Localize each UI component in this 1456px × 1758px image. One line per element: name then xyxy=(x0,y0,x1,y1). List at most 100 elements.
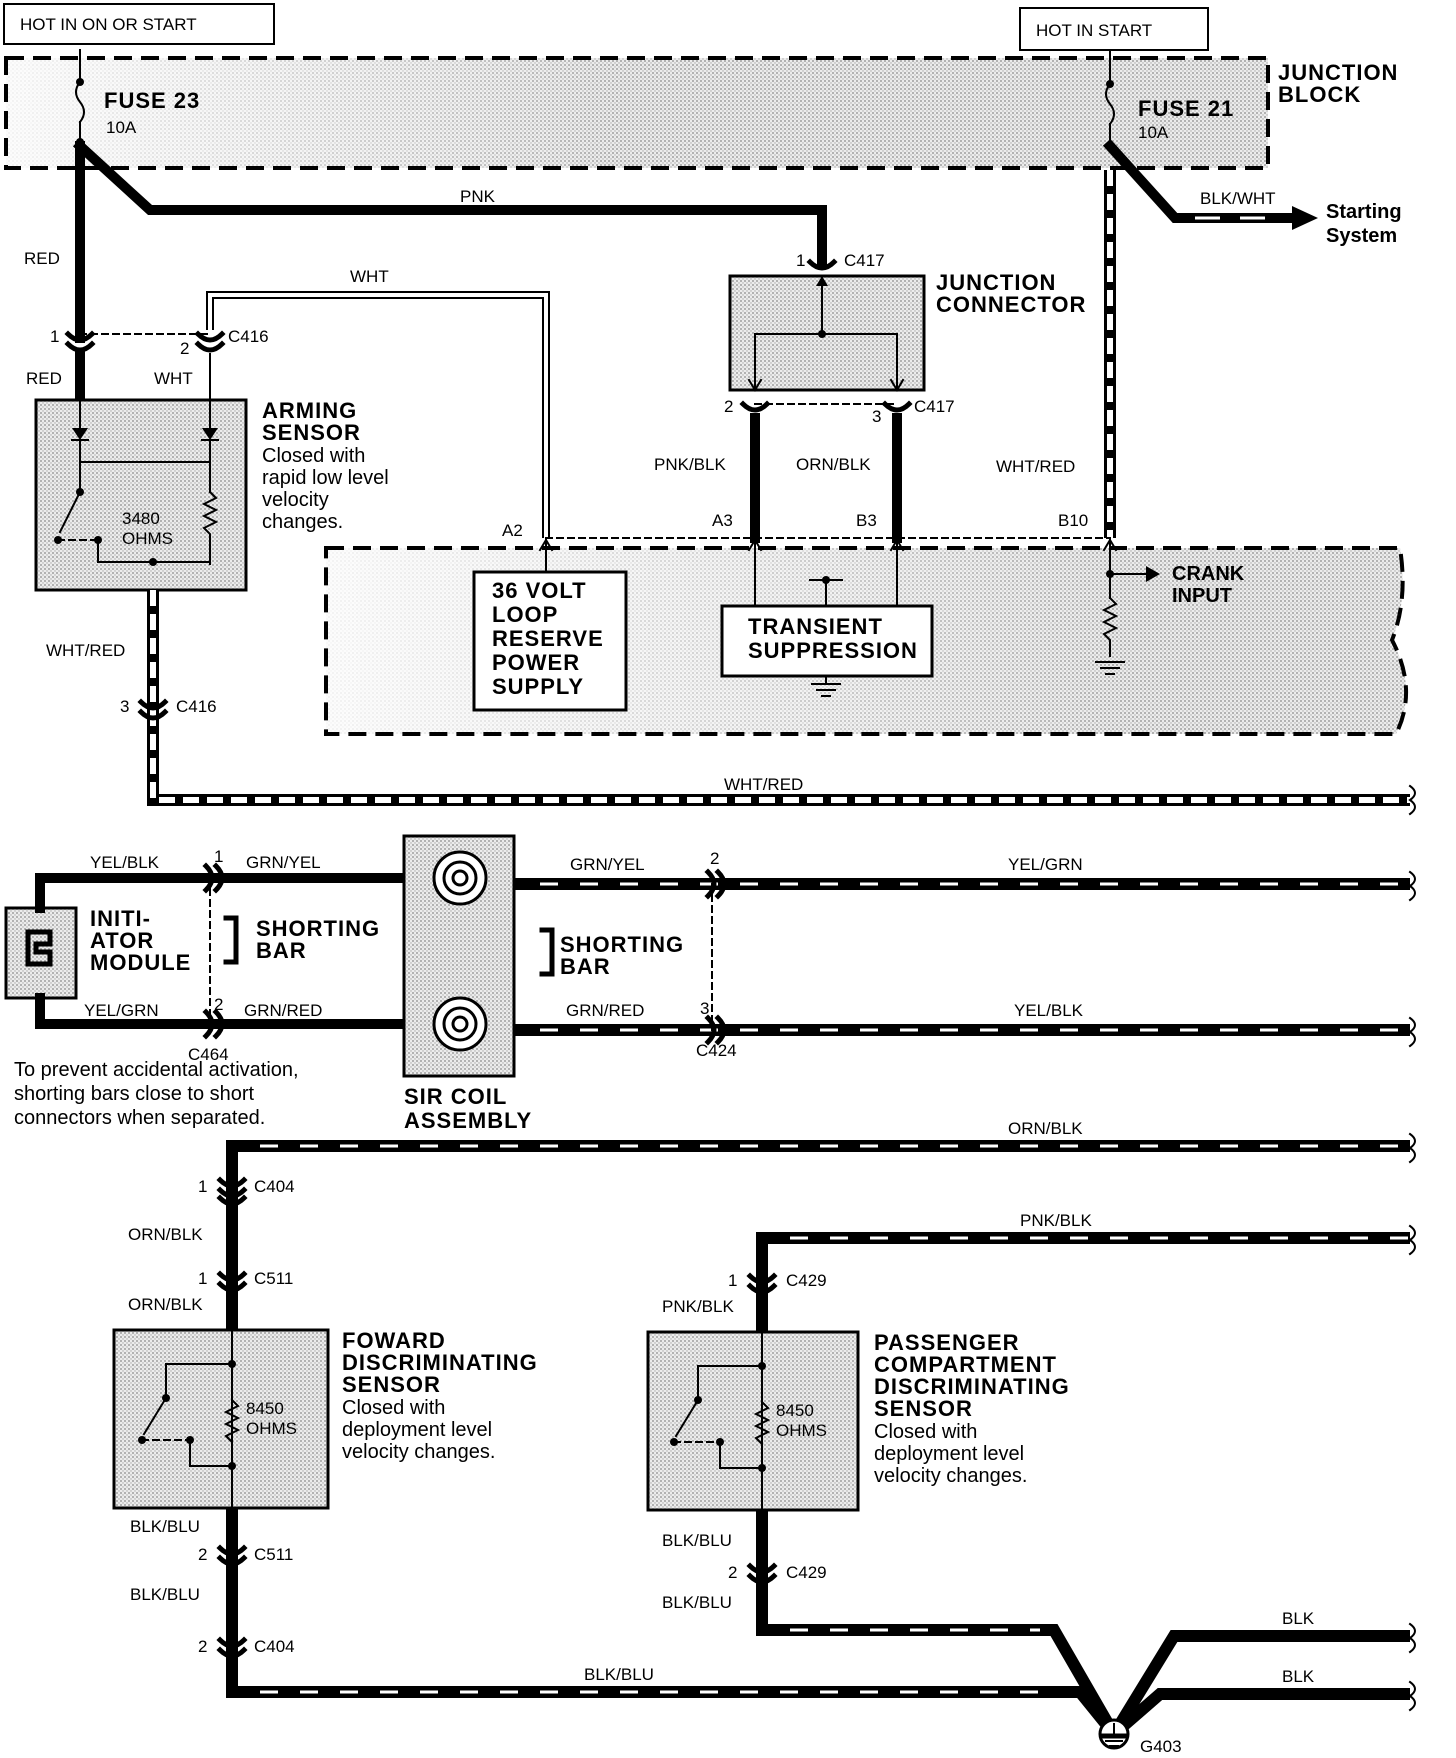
pnk-blk-label-top: PNK/BLK xyxy=(654,455,726,474)
orn-blk-break xyxy=(1408,1132,1416,1164)
c424-pin-2: 2 xyxy=(710,849,719,868)
c464-pin-1: 1 xyxy=(214,847,223,866)
passenger-title-4: SENSOR xyxy=(874,1396,973,1421)
c416-pin-1: 1 xyxy=(50,327,59,346)
hot-in-start-label-box: HOT IN START xyxy=(1019,7,1209,51)
red-label-bottom: RED xyxy=(26,369,62,388)
passenger-desc-2: deployment level xyxy=(874,1443,1024,1465)
passenger-title-3: DISCRIMINATING xyxy=(874,1374,1070,1399)
c511-pin-2: 2 xyxy=(198,1545,207,1564)
shorting-bar-left-1: SHORTING xyxy=(256,916,380,941)
arming-desc-3: velocity xyxy=(262,489,329,511)
sir-coil-1: SIR COIL xyxy=(404,1084,507,1109)
junction-block: JUNCTION BLOCK xyxy=(4,56,1397,170)
c404-label-bottom: C404 xyxy=(254,1637,295,1656)
connector-c424: 2 3 C424 xyxy=(696,849,737,1060)
forward-desc-2: deployment level xyxy=(342,1419,492,1441)
blk-blu-label-p2: BLK/BLU xyxy=(662,1593,732,1612)
blk-label-upper: BLK xyxy=(1282,1609,1315,1628)
note-line-1: To prevent accidental activation, xyxy=(14,1059,299,1081)
blk-wire-upper xyxy=(1108,1630,1410,1738)
grn-yel-label-right: GRN/YEL xyxy=(570,855,645,874)
yel-grn-label-left: YEL/GRN xyxy=(84,1001,159,1020)
forward-desc-1: Closed with xyxy=(342,1397,445,1419)
orn-blk-wire-bottom xyxy=(226,1140,1410,1330)
fuse-23-name: FUSE 23 xyxy=(104,88,200,113)
c417-label-bottom: C417 xyxy=(914,397,955,416)
connector-c404-top: 1 C404 xyxy=(198,1176,295,1207)
wht-label-arming: WHT xyxy=(154,369,193,388)
c464-pin-2: 2 xyxy=(214,995,223,1014)
arming-desc-1: Closed with xyxy=(262,445,365,467)
shorting-bar-left xyxy=(223,915,239,965)
arming-title-1: ARMING xyxy=(262,398,357,423)
blk-label-lower: BLK xyxy=(1282,1667,1315,1686)
c429-label-bottom: C429 xyxy=(786,1563,827,1582)
arming-desc-4: changes. xyxy=(262,511,343,533)
starting-system-2: System xyxy=(1326,225,1397,247)
blk-blu-label-f1: BLK/BLU xyxy=(130,1517,200,1536)
arming-res-1: 3480 xyxy=(122,509,160,528)
pnk-blk-label-sensor: PNK/BLK xyxy=(662,1297,734,1316)
fuse-23: FUSE 23 10A xyxy=(75,49,200,146)
grn-yel-label-left: GRN/YEL xyxy=(246,853,321,872)
initiator-2: ATOR xyxy=(90,928,154,953)
arming-res-2: OHMS xyxy=(122,529,173,548)
grn-break-bottom xyxy=(1408,1016,1416,1048)
c511-pin-1: 1 xyxy=(198,1269,207,1288)
connector-c416-bottom: 3 C416 xyxy=(120,697,217,721)
forward-title-1: FOWARD xyxy=(342,1328,446,1353)
forward-res-2: OHMS xyxy=(246,1419,297,1438)
forward-discriminating-sensor: 8450 OHMS xyxy=(112,1328,330,1510)
crank-input-1: CRANK xyxy=(1172,563,1245,585)
c416-label-bottom: C416 xyxy=(176,697,217,716)
blk-blu-wire-passenger xyxy=(756,1510,1120,1737)
wht-label-top: WHT xyxy=(350,267,389,286)
forward-desc-3: velocity changes. xyxy=(342,1441,495,1463)
connector-c429-top: 1 C429 xyxy=(728,1271,827,1295)
blk-wht-label: BLK/WHT xyxy=(1200,189,1276,208)
yel-blk-label-right: YEL/BLK xyxy=(1014,1001,1084,1020)
connector-c417-bottom: 2 3 C417 xyxy=(724,397,955,426)
crank-input-2: INPUT xyxy=(1172,585,1232,607)
connector-c511-bottom: 2 C511 xyxy=(198,1544,293,1567)
junction-connector: 1 C417 xyxy=(728,251,926,392)
pnk-blk-wire-bottom xyxy=(756,1232,1410,1332)
passenger-desc-1: Closed with xyxy=(874,1421,977,1443)
wht-wire xyxy=(206,291,550,538)
forward-res-1: 8450 xyxy=(246,1399,284,1418)
transient-1: TRANSIENT xyxy=(748,614,883,639)
grn-break-top xyxy=(1408,870,1416,902)
initiator-1: INITI- xyxy=(90,906,151,931)
pnk-blk-break xyxy=(1408,1224,1416,1256)
initiator-3: MODULE xyxy=(90,950,191,975)
power-supply-1: 36 VOLT xyxy=(492,578,587,603)
orn-blk-label-sensor: ORN/BLK xyxy=(128,1295,203,1314)
connector-c404-bottom: 2 C404 xyxy=(198,1636,295,1659)
fuse-23-rating: 10A xyxy=(106,118,137,137)
arming-sensor: 3480 OHMS xyxy=(34,398,248,592)
c417-pin-1: 1 xyxy=(796,251,805,270)
yel-blk-label-left: YEL/BLK xyxy=(90,853,160,872)
power-supply-2: LOOP xyxy=(492,602,558,627)
blk-break-lower xyxy=(1408,1680,1416,1712)
passenger-title-1: PASSENGER xyxy=(874,1330,1020,1355)
blk-blu-label-p1: BLK/BLU xyxy=(662,1531,732,1550)
c424-pin-3: 3 xyxy=(700,999,709,1018)
initiator-module: INITI- ATOR MODULE xyxy=(4,906,191,1000)
blk-blu-label-f2: BLK/BLU xyxy=(130,1585,200,1604)
hot-in-start-text: HOT IN START xyxy=(1036,21,1152,40)
fuse-21-rating: 10A xyxy=(1138,123,1169,142)
pin-b10: B10 xyxy=(1058,511,1088,530)
junction-connector-title-2: CONNECTOR xyxy=(936,292,1086,317)
blk-wire-lower xyxy=(1110,1688,1410,1739)
c464-label: C464 xyxy=(188,1045,229,1064)
hot-on-start-label-box: HOT IN ON OR START xyxy=(3,3,275,45)
arming-title-2: SENSOR xyxy=(262,420,361,445)
pnk-wire xyxy=(72,138,827,267)
wht-red-label-left: WHT/RED xyxy=(46,641,125,660)
starting-system-1: Starting xyxy=(1326,201,1402,223)
c417-pin-2: 2 xyxy=(724,397,733,416)
c416-pin-2: 2 xyxy=(180,339,189,358)
